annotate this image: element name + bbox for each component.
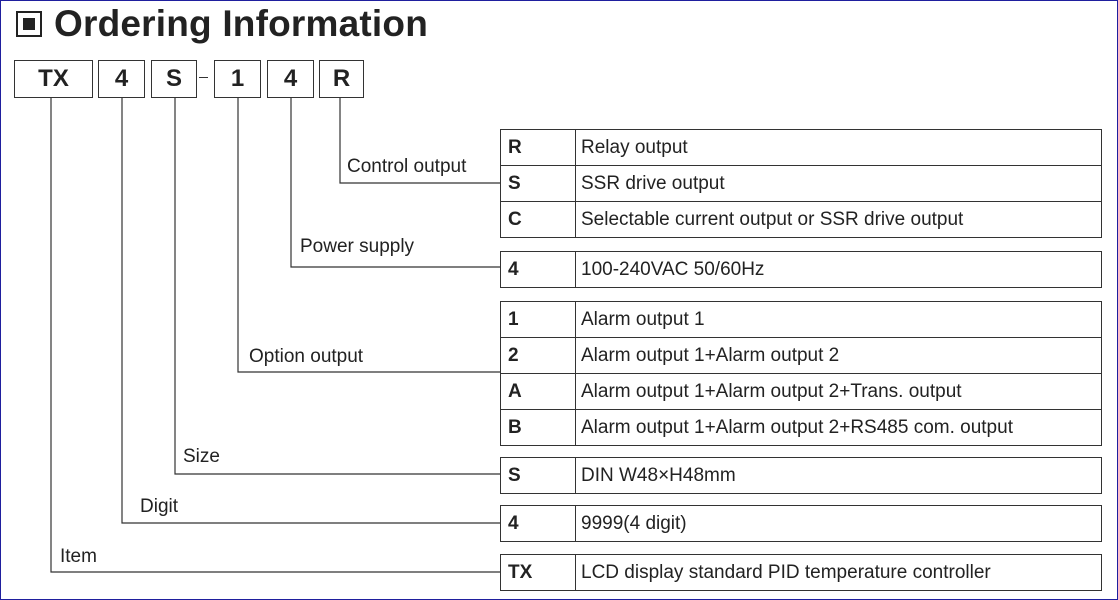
row-description: LCD display standard PID temperature con… [581,561,991,583]
row-code: 1 [501,302,576,337]
row-code: R [501,130,576,165]
row-code: 4 [501,506,576,541]
square-bullet-icon [16,11,42,37]
connector-size [174,98,500,475]
table-row: 4 9999(4 digit) [501,506,1101,542]
row-code: 2 [501,338,576,373]
code-box-item: TX [14,60,93,98]
row-code: 4 [501,252,576,287]
table-control-output: R Relay output S SSR drive output C Sele… [500,129,1102,238]
table-option-output: 1 Alarm output 1 2 Alarm output 1+Alarm … [500,301,1102,446]
title-text: Ordering Information [54,3,428,44]
code-box-option-output: 1 [214,60,261,98]
row-description: DIN W48×H48mm [581,464,736,486]
row-description: SSR drive output [581,172,725,194]
row-description: Relay output [581,136,688,158]
row-description: Alarm output 1 [581,308,705,330]
label-control-output: Control output [347,156,467,177]
table-row: B Alarm output 1+Alarm output 2+RS485 co… [501,410,1101,446]
table-row: S SSR drive output [501,166,1101,202]
label-power-supply: Power supply [300,236,415,257]
label-digit: Digit [140,496,179,517]
table-row: S DIN W48×H48mm [501,458,1101,494]
code-box-power-supply: 4 [267,60,314,98]
table-power-supply: 4 100-240VAC 50/60Hz [500,251,1102,288]
row-code: S [501,166,576,201]
table-row: 4 100-240VAC 50/60Hz [501,252,1101,288]
row-description: Alarm output 1+Alarm output 2 [581,344,840,366]
table-row: TX LCD display standard PID temperature … [501,555,1101,591]
row-description: Alarm output 1+Alarm output 2+RS485 com.… [581,416,1013,438]
row-description: 9999(4 digit) [581,512,687,534]
row-code: A [501,374,576,409]
connector-control-output [339,98,500,184]
label-item: Item [60,546,97,567]
row-description: Selectable current output or SSR drive o… [581,208,964,230]
code-box-digit: 4 [98,60,145,98]
table-item: TX LCD display standard PID temperature … [500,554,1102,591]
code-box-control-output: R [319,60,364,98]
table-row: C Selectable current output or SSR drive… [501,202,1101,238]
row-code: TX [501,555,576,590]
connector-power-supply [290,98,500,268]
row-code: C [501,202,576,237]
code-box-size: S [151,60,197,98]
row-description: 100-240VAC 50/60Hz [581,258,765,280]
connector-item [50,98,500,573]
row-code: B [501,410,576,445]
label-option-output: Option output [249,346,364,367]
section-title: Ordering Information [16,2,428,46]
connector-digit [121,98,500,524]
row-code: S [501,458,576,493]
table-row: A Alarm output 1+Alarm output 2+Trans. o… [501,374,1101,410]
connector-option-output [237,98,500,373]
table-row: 1 Alarm output 1 [501,302,1101,338]
table-row: 2 Alarm output 1+Alarm output 2 [501,338,1101,374]
label-size: Size [183,446,220,467]
table-row: R Relay output [501,130,1101,166]
code-separator [199,77,208,78]
table-size: S DIN W48×H48mm [500,457,1102,494]
table-digit: 4 9999(4 digit) [500,505,1102,542]
row-description: Alarm output 1+Alarm output 2+Trans. out… [581,380,962,402]
